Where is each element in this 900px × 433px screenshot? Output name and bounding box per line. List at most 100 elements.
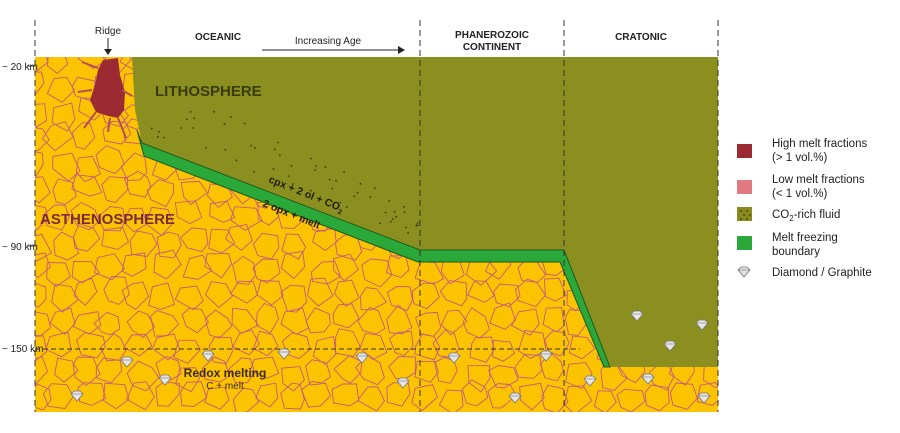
melt-vein [76, 332, 106, 359]
co2-dot [224, 149, 227, 151]
redox-melting-label: Redox melting [184, 366, 267, 380]
depth-20km: ~ 20 km [2, 62, 38, 73]
diamond-graphite-markers [70, 310, 711, 404]
melt-vein [101, 227, 130, 250]
melt-vein [209, 200, 236, 223]
melt-vein [493, 283, 521, 308]
co2-dot [328, 178, 331, 181]
melt-vein [201, 356, 231, 383]
melt-vein [462, 307, 491, 339]
co2-dot [314, 165, 317, 167]
melt-vein [181, 307, 210, 334]
melt-vein [35, 71, 45, 96]
co2-dot [415, 224, 418, 227]
co2-dot [403, 211, 406, 214]
freezing-boundary-swatch [737, 236, 752, 250]
melt-vein [331, 383, 360, 407]
melt-vein [71, 122, 96, 150]
melt-vein [414, 261, 445, 285]
melt-vein [356, 386, 386, 412]
co2-dot [395, 215, 397, 218]
legend-high-melt-line1: High melt fractions [772, 138, 867, 150]
melt-vein [121, 281, 150, 310]
co2-dot [192, 127, 195, 129]
co2-dot [290, 164, 293, 167]
melt-vein [123, 334, 153, 357]
co2-dot [243, 122, 246, 125]
melt-vein [180, 227, 209, 253]
co2-dot [150, 127, 153, 130]
co2-dot [158, 130, 161, 133]
melt-vein [123, 170, 152, 198]
melt-vein [696, 382, 718, 406]
ridge-label: Ridge [95, 26, 122, 37]
co2-dot [356, 191, 359, 194]
diamond-marker [447, 352, 461, 364]
legend-co2-sub: 2 [789, 214, 794, 223]
melt-vein [100, 333, 127, 362]
melt-vein [94, 253, 126, 281]
melt-vein [103, 57, 133, 75]
melt-vein [204, 386, 230, 410]
melt-vein [281, 233, 307, 260]
melt-vein [35, 233, 53, 262]
legend-freezing-line2: boundary [772, 246, 820, 258]
melt-vein [519, 382, 545, 411]
melt-vein [204, 253, 233, 279]
legend: High melt fractions (> 1 vol.%) Low melt… [737, 138, 872, 279]
co2-dot [253, 170, 256, 173]
melt-vein [121, 252, 147, 277]
melt-vein [305, 359, 332, 386]
co2-dot [250, 144, 253, 147]
co2-dot [384, 211, 387, 214]
melt-vein [616, 388, 646, 412]
melt-vein [542, 307, 565, 333]
melt-vein [54, 357, 79, 383]
melt-vein [232, 387, 260, 412]
diamond-marker [583, 375, 597, 387]
melt-vein [35, 176, 51, 204]
header-phanerozoic-line1: PHANEROZOIC [455, 30, 529, 41]
ridge-arrowhead [104, 49, 112, 55]
depth-90km: ~ 90 km [2, 242, 38, 253]
asthenosphere-label: ASTHENOSPHERE [40, 211, 175, 228]
melt-vein [301, 381, 331, 408]
melt-vein [97, 206, 125, 232]
melt-vein [208, 336, 234, 365]
legend-co2-base: CO [772, 209, 789, 221]
lithosphere-region [132, 57, 718, 367]
co2-dot [273, 148, 276, 151]
melt-vein [543, 277, 567, 302]
melt-vein [155, 355, 182, 381]
melt-vein [72, 356, 101, 387]
melt-vein [414, 360, 439, 383]
melt-vein [335, 328, 361, 357]
melt-vein [489, 302, 516, 330]
melt-vein [386, 286, 413, 312]
co2-dot [331, 187, 334, 190]
increasing-age-arrowhead [398, 46, 405, 54]
diamond-marker [355, 352, 369, 364]
melt-vein [388, 330, 414, 357]
melt-vein [123, 207, 148, 233]
co2-dot [404, 226, 407, 229]
melt-vein [228, 357, 255, 384]
melt-vein [256, 280, 284, 306]
melt-vein [467, 280, 495, 303]
co2-dot [345, 206, 348, 208]
melt-vein [232, 255, 257, 285]
co2-dot [186, 118, 188, 121]
diamond-marker [641, 373, 655, 385]
melt-vein [644, 384, 670, 412]
legend-low-melt-line1: Low melt fractions [772, 174, 865, 186]
co2-dot [277, 141, 279, 144]
melt-vein [312, 335, 337, 366]
melt-vein [41, 121, 74, 152]
melt-vein [253, 330, 279, 357]
melt-vein [101, 176, 129, 204]
melt-vein [312, 227, 337, 252]
melt-vein [72, 222, 101, 252]
melt-vein [255, 302, 280, 334]
